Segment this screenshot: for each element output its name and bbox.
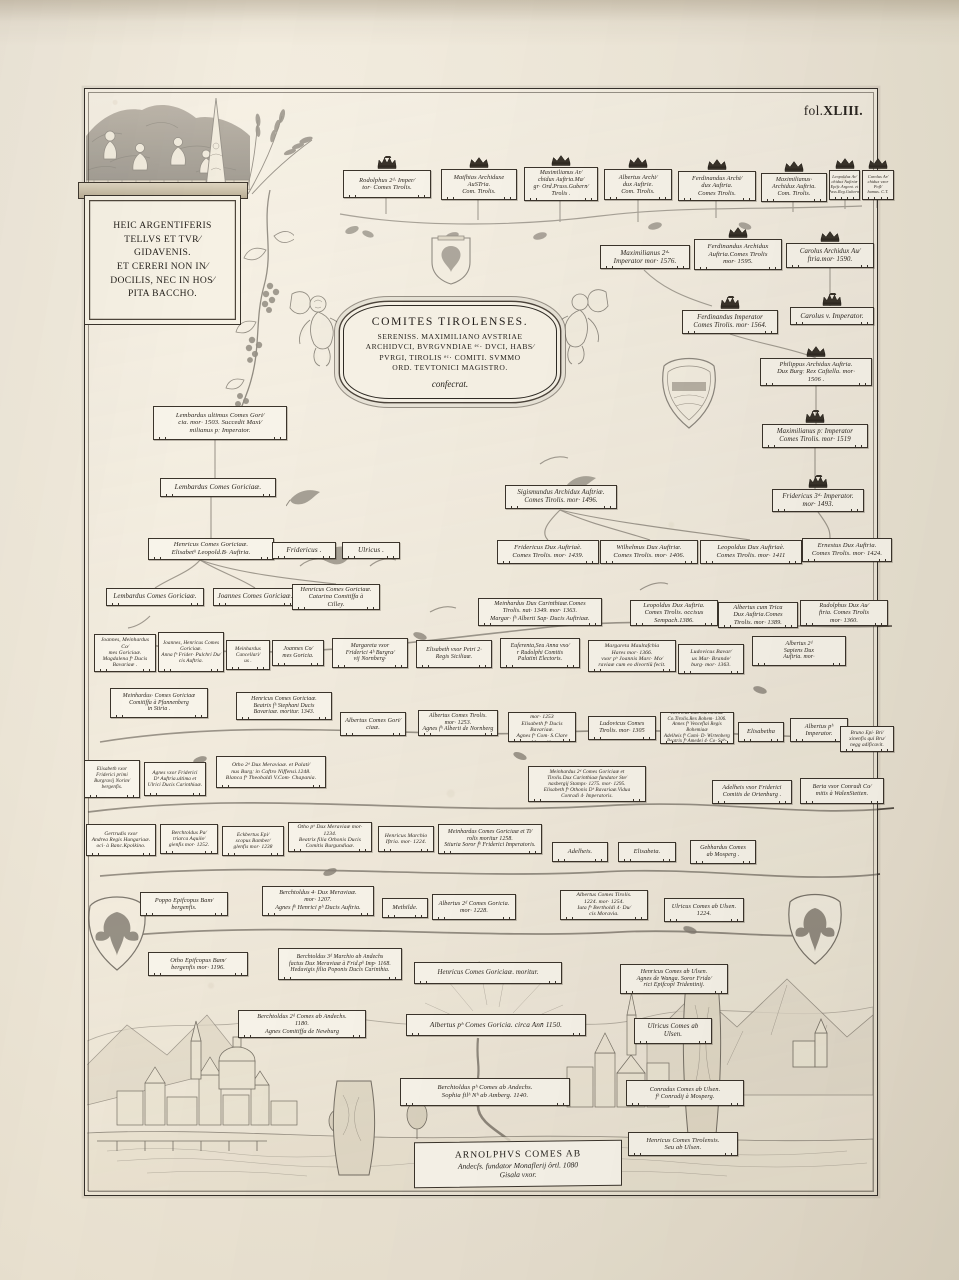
genealogy-plaque: Meinhardus Dux Carinthiaæ.Comes Tirolis.… [478,598,602,626]
genealogy-plaque: Berta vxor Conradi Co⁄ mitis à WalenStet… [800,778,884,804]
genealogy-plaque: Albertus Comes Gori⁄ ciaæ. [340,712,406,736]
genealogy-plaque: Joannes, Henricus Comes Goriciaæ. Anna f… [158,632,224,672]
genealogy-plaque: Albertus pʰ Comes Goricia. circa Ann̄ 11… [406,1014,586,1036]
folio-number: fol.XLIII. [804,103,863,119]
genealogy-plaque: Albertus Comes Tirolis. mor· 1253. Agnes… [418,710,498,736]
genealogy-plaque: Henricus Comes ab Ulsen. Agnes de Wanga.… [620,964,728,994]
deckle-edge-shadow [0,0,959,46]
genealogy-plaque: Agnes vxor Friderici Dʰ Auftria.ultima e… [144,762,206,796]
genealogy-plaque: Gertrudis vxor Andrea Regis Hungariaæ. o… [86,824,156,856]
genealogy-plaque: Ulricus . [342,542,400,559]
genealogy-plaque: Maximilianus 2ᵈ· Imperator mor· 1576. [600,245,690,269]
genealogy-plaque: Fridericus Dux Auftriaè. Comes Tirolis. … [497,540,599,564]
genealogy-plaque: Albertus 2ᵈ Sapiens Dux Auftria. mor· [752,636,846,666]
genealogy-plaque: Berchtoldus 2ᵈ Comes ab Andechs. 1180. A… [238,1010,366,1038]
genealogy-plaque: Henricus Comes Goriciaæ. Beatrix fʰ Step… [236,692,332,720]
genealogy-plaque: Meinhardus 2ᵈ Comes Goriciaæ et Tirolis.… [528,766,646,802]
genealogy-plaque: Bruno Epi· Bri⁄ xinenfis qui Bru⁄ negg a… [840,726,894,752]
genealogy-plaque: Henricus Marchio Iftria. mor· 1224. [378,826,434,852]
plate-inner-rule [88,92,874,1192]
genealogy-plaque: Berchtoldus 3ᵈ Marchio ab Andechs factus… [278,948,402,980]
root-banner-arnolphus: ARNOLPHVS COMES AB Andecſs. fundator Mon… [414,1139,622,1189]
genealogy-plaque: Margareta vxor Friderici 4ʰ Burgra⁄ vij … [332,638,408,668]
genealogy-plaque: Rodolphus 2ᵈ· Imper⁄ tor· Comes Tirolis. [343,170,431,198]
genealogy-plaque: Elisabeth vxor Friderici primi Burgravij… [84,760,140,798]
genealogy-plaque: Albertus 2ᵈ Comes Goricia. mor· 1228. [432,894,516,920]
genealogy-plaque: Ernestus Dux Auftria. Comes Tirolis. mor… [802,538,892,562]
genealogy-plaque: Berchtoldus Pa⁄ triarca Aquile⁄ gienfis … [160,824,218,854]
genealogy-plaque: Margareta Maultafchia Hares mor· 1366. v… [588,640,676,672]
genealogy-plaque: Adelheis vxor Friderici Comitis de Orten… [712,780,792,804]
genealogy-plaque: Albertus Archi⁄ dux Auftrie. Com. Tiroli… [604,169,672,200]
genealogy-plaque: Berchtoldus 4· Dux Meraviaæ. mor· 1207. … [262,886,374,916]
genealogy-plaque: Maximilianus Ar⁄ chidux Auftria.Ma⁄ gr· … [524,167,598,201]
root-body: Andecſs. fundator Monaflerij ôrtl. 1080 … [457,1159,579,1180]
genealogy-plaque: Henricus Comes Tirolensis. Seu ab Ulsen. [628,1132,738,1156]
genealogy-plaque: Henricus Dux Carinthiaæ Co.Tirolis.Rex B… [660,712,734,744]
genealogy-plaque: Leopoldus Ar⁄ chidux Auftriæ Epifc.Argen… [829,170,860,200]
folio-label: fol. [803,103,824,118]
genealogy-plaque: Meinhardus Comes Goriciaæ et Ti⁄ rolis m… [438,824,542,854]
genealogy-plaque: Lembardus Comes Goriciaæ. [160,478,276,497]
genealogy-plaque: Lembardus ultimus Comes Gori⁄ cia. mor· … [153,406,287,440]
genealogy-plaque: Ludovicus Bavar⁄ us Mar· Brande⁄ burg· m… [678,644,744,674]
genealogy-plaque: Otho 2ᵈ Dux Meraviaæ. et Palati⁄ nus Bur… [216,756,326,788]
dedication-tablet: HEIC ARGENTIFERIS TELLVS ET TVR⁄ GIDAVEN… [84,195,241,325]
genealogy-plaque: Maximilianus pː Imperator Comes Tirolis.… [762,424,868,448]
genealogy-plaque: Philippus Archidux Auftria. Dux Burgː Re… [760,358,872,386]
dedication-inscription: HEIC ARGENTIFERIS TELLVS ET TVR⁄ GIDAVEN… [110,220,215,300]
genealogy-plaque: Fridericus 3ᵈ· Imperator. mor· 1493. [772,489,864,512]
genealogy-plaque: Elisabetha [738,722,784,742]
genealogy-plaque: Lembardus Comes Goriciaæ. [106,588,204,606]
genealogy-plaque: Gebhardus Comes ab Mosperg . [690,840,756,864]
genealogy-plaque: Otho pʰ Dux Meraviaæ mor· 1234. Beatrix … [288,822,372,852]
genealogy-plaque: Albertus cum Trica Dux Auftria.Comes Tir… [718,602,798,628]
genealogy-plaque: Fridericus . [272,542,336,559]
genealogy-plaque: Elisabeta. [618,842,676,862]
genealogy-plaque: Henricus Comes Goriciaæ. Catarina Comiti… [292,584,380,610]
genealogy-plaque: Elisabeth vxor Petri 2· Regis Siciliaæ. [416,640,492,668]
genealogy-plaque: Leopoldus Dux Auftria. Comes Tirolis. oc… [630,600,718,626]
genealogy-plaque: Ulricus Comes ab Ulsen. 1224. [664,898,744,922]
title-cartouche: COMITES TIROLENSES. SERENISS. MAXIMILIAN… [343,305,557,399]
genealogy-plaque: Wilhelmus Dux Auftriæ. Comes Tirolis. mo… [600,540,698,564]
genealogy-plaque: Berchtoldus pʰ Comes ab Andechs. Sophia … [400,1078,570,1106]
genealogy-plaque: Matſhias Archiduxe AuSTria. Com. Tirolis… [441,169,517,200]
cartouche-footer: confecrat. [431,379,469,389]
genealogy-plaque: Carolus v. Imperator. [790,307,874,325]
genealogy-plaque: Maximilianus· Archidux Auftria. Com. Tir… [761,173,827,202]
genealogy-plaque: Otho Comes Tirolis. mor· 1253 Elisabeth … [508,712,576,742]
cartouche-dedication: SERENISS. MAXIMILIANO AVSTRIAE ARCHIDVCI… [365,332,535,373]
genealogy-plaque: Ulricus Comes ab Ulsen. [634,1018,712,1044]
genealogy-plaque: Joannes Co⁄ mes Goricia. [272,640,324,666]
genealogy-plaque: Ludovicus Comes Tirolis. mor· 1305 [588,716,656,740]
genealogy-plaque: Leopoldus Dux Auftriaè. Comes Tirolis. m… [700,540,802,564]
genealogy-plaque: Eckbertus Epi⁄ scopus Bamber⁄ glenfis mo… [222,826,284,856]
genealogy-plaque: Henricus Comes Goriciaæ. moritur. [414,962,562,984]
genealogy-plaque: Sigismundus Archidux Auftriæ. Comes Tiro… [505,485,617,509]
genealogy-plaque: Henricus Comes Goriciaæ. Elisabetʰ Leopo… [148,538,274,560]
genealogy-plaque: Ferdinandus Imperator Comes Tirolis. mor… [682,310,778,334]
genealogy-plaque: Methilde. [382,898,428,918]
genealogy-plaque: Joannes Comes Goriciaæ. [213,588,297,606]
genealogy-plaque: Ferdinandus Archidux Auftria.Comes Tirol… [694,239,782,270]
genealogy-plaque: Carolus Archidux Au⁄ ftria.mor· 1590. [786,243,874,268]
genealogy-plaque: Adelheis. [552,842,608,862]
genealogy-plaque: Meinhardus Cancellari⁄ us . [226,640,270,670]
genealogy-plaque: Albertus Comes Tirolis. 1224. mor· 1254.… [560,890,648,920]
genealogy-plaque: Albertus pʰ Imperator. [790,718,848,742]
cartouche-title: COMITES TIROLENSES. [371,315,529,328]
genealogy-plaque: Carolus Ar⁄ chidux vxor Pofl⁄ humus. C.T… [862,170,894,200]
genealogy-plaque: Joannes, Meinhardus Co⁄ mes Goriciaæ. Ma… [94,634,156,672]
genealogy-plaque: Poppo Epifcopus Bam⁄ bergenfis. [140,892,228,916]
genealogy-plaque: Rudolphus Dux Au⁄ ftria. Comes Tirolis m… [800,600,888,626]
folio-numeral: XLIII. [823,103,863,118]
genealogy-plaque: Euferenta,Seu Anna vxo⁄ r Rudolphi Comit… [500,638,580,668]
genealogy-plaque: Otho Epifcopus Bam⁄ bergenfis mor· 1196. [148,952,248,976]
genealogy-plaque: Conradus Comes ab Ulsen. fʰ Conradij à M… [626,1080,744,1106]
genealogy-plaque: Meinhardus· Comes Goriciaæ Comitiffa à P… [110,688,208,718]
genealogy-plaque: Ferdinandus Archi⁄ dux Auftria. Comes Ti… [678,171,756,201]
